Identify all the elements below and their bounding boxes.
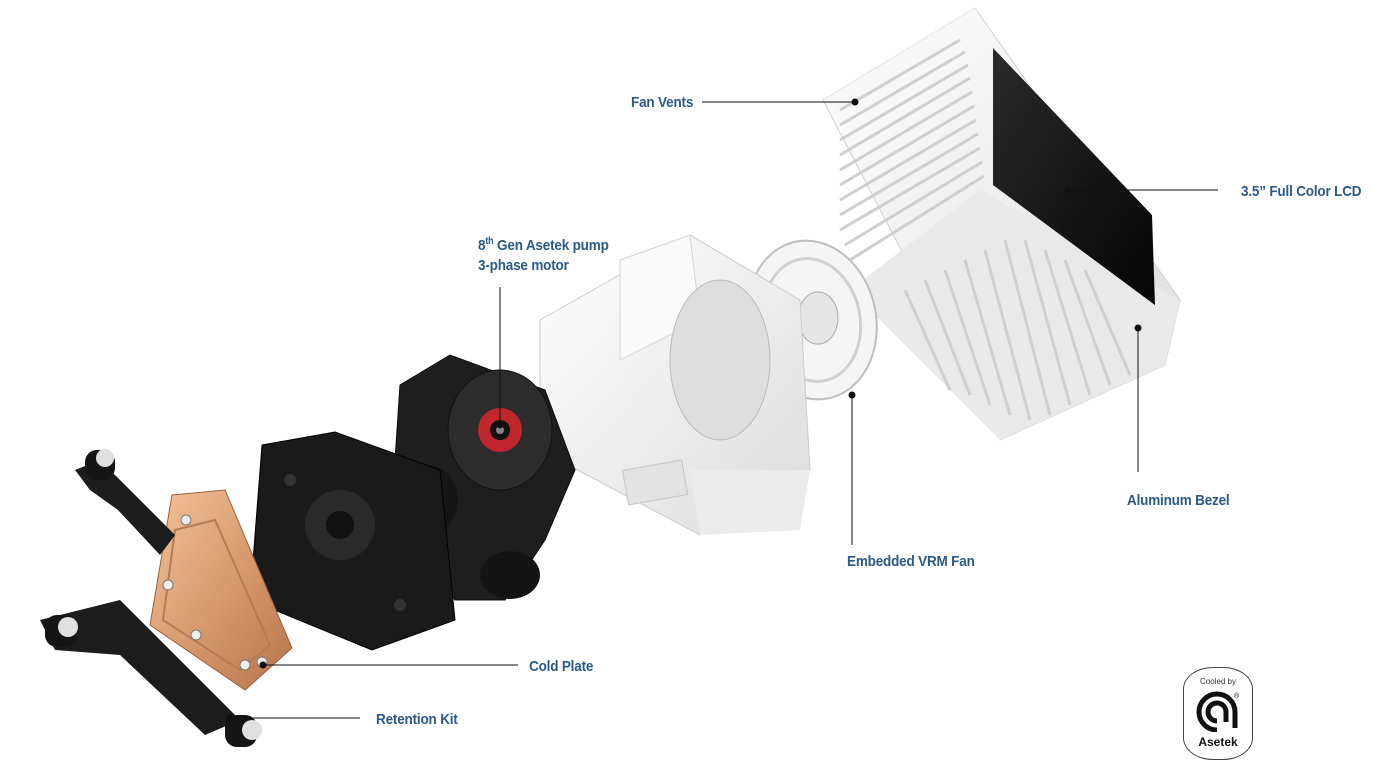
callout-pump-line2: 3-phase motor <box>478 257 569 274</box>
fan-vents-slots <box>839 38 985 262</box>
pump-housing <box>539 234 811 536</box>
registered-mark: ® <box>1234 692 1240 700</box>
pump-base-plate <box>249 431 456 651</box>
callout-pump-gen-suffix: th <box>485 236 494 247</box>
retention-kit <box>40 449 262 747</box>
callout-cold-plate: Cold Plate <box>529 658 594 675</box>
lcd-screen <box>993 48 1155 305</box>
screw-head-icon <box>96 449 114 467</box>
badge-brand: Asetek <box>1198 735 1238 749</box>
callout-pump-gen-number: 8 <box>478 237 486 254</box>
lcd-head-assembly <box>822 7 1181 441</box>
asetek-logo-icon: ® <box>1196 691 1240 732</box>
callout-aluminum-bezel: Aluminum Bezel <box>1127 492 1230 509</box>
screw-head-icon <box>58 617 78 637</box>
callout-fan-vents: Fan Vents <box>631 94 694 111</box>
screw-head-icon <box>242 720 262 740</box>
callout-pump-line1: 8th Gen Asetek pump <box>478 236 609 254</box>
callout-pump-gen-rest: Gen Asetek pump <box>493 237 609 254</box>
leader-lines <box>226 98 1218 722</box>
callout-retention-kit: Retention Kit <box>376 711 458 728</box>
cold-plate <box>149 489 293 691</box>
badge-top-text: Cooled by <box>1199 677 1237 686</box>
callout-lcd: 3.5” Full Color LCD <box>1241 183 1362 200</box>
callout-vrm-fan: Embedded VRM Fan <box>847 553 975 570</box>
asetek-badge: Cooled by ® Asetek <box>1183 667 1253 760</box>
